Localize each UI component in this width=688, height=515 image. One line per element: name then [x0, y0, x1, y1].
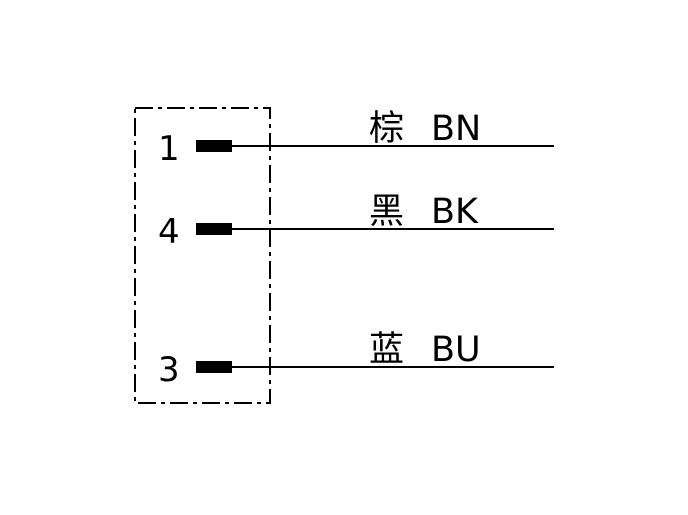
pin-contact: [196, 140, 232, 152]
pin-contact: [196, 223, 232, 235]
pin-row-3: 3 蓝 BU: [158, 330, 554, 390]
connector-housing: [134, 107, 271, 404]
pin-number: 4: [158, 212, 180, 252]
wire-color-code: BU: [431, 330, 481, 370]
wire-color-cn: 黑: [369, 192, 404, 232]
pin-number: 1: [158, 129, 180, 169]
pin-row-4: 4 黑 BK: [158, 192, 554, 252]
wire-color-code: BK: [431, 192, 479, 232]
pin-row-1: 1 棕 BN: [158, 109, 554, 169]
pin-contact: [196, 361, 232, 373]
pin-number: 3: [158, 350, 180, 390]
wire-color-cn: 棕: [369, 109, 404, 149]
wire-color-cn: 蓝: [369, 330, 404, 370]
wire-color-code: BN: [431, 109, 481, 149]
